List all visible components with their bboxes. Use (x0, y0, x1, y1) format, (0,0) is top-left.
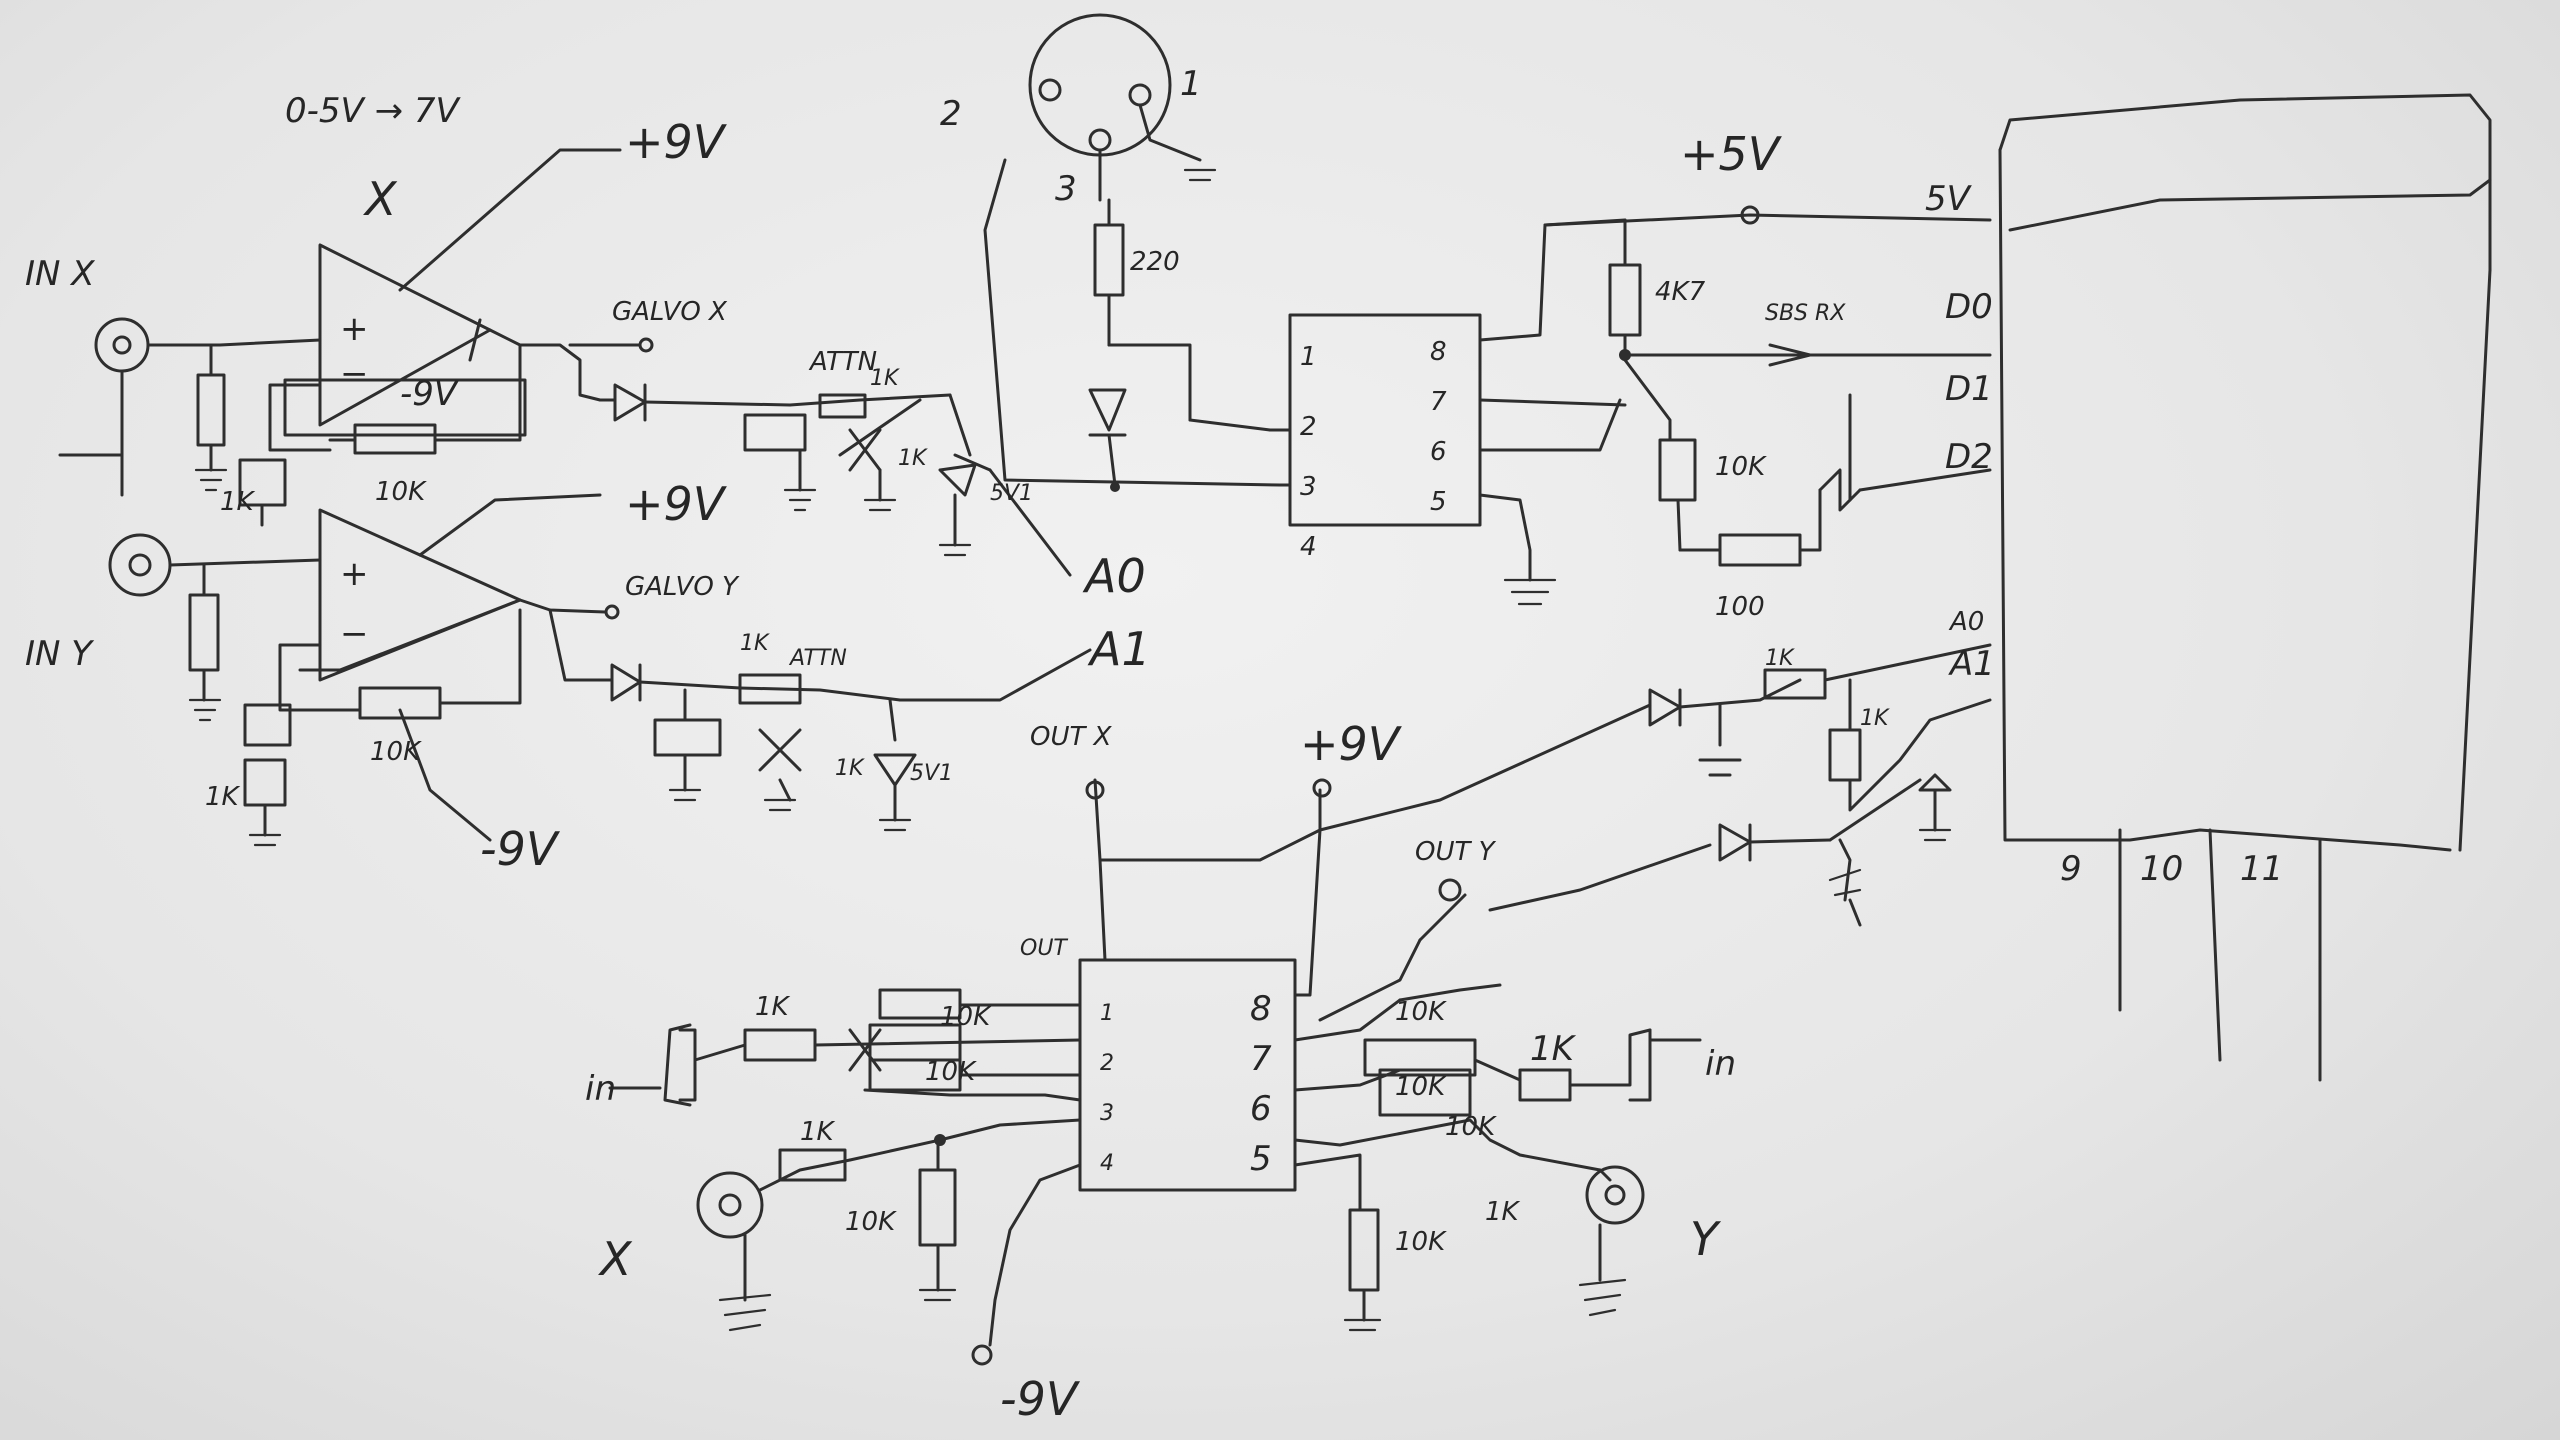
label-r10k-i: 10K (1395, 1072, 1447, 1102)
label-opto-pin8: 8 (1430, 337, 1447, 367)
label-plus9v-top: +9V (625, 115, 728, 169)
label-r1k-d: 1K (740, 631, 770, 656)
label-r10k-c: 10K (1715, 452, 1767, 482)
label-opto-pin1: 1 (1300, 342, 1317, 372)
label-din-pin2: 2 (940, 94, 962, 134)
label-ard-d1: D1 (1945, 369, 1993, 409)
label-in-short-r: in (1705, 1044, 1736, 1084)
label-r1k-j: 1K (800, 1117, 836, 1147)
label-r1k-b: 1K (870, 366, 900, 391)
label-r1k-k: 1K (1530, 1029, 1577, 1069)
label-r10k-d: 10K (940, 1002, 992, 1032)
label-r100: 100 (1715, 592, 1765, 622)
rx-pullup-section (1543, 205, 1992, 567)
label-ic-pin6: 6 (1250, 1089, 1272, 1129)
label-r10k-f: 10K (845, 1207, 897, 1237)
label-r1k-f: 1K (205, 782, 241, 812)
label-ic-pin7: 7 (1250, 1039, 1272, 1079)
label-r1k-l: 1K (1485, 1197, 1521, 1227)
label-r1k-i: 1K (755, 992, 791, 1022)
label-opto-pin4: 4 (1300, 532, 1317, 562)
label-plus5v: +5V (1680, 127, 1783, 181)
label-ic-pin3: 3 (1100, 1101, 1114, 1126)
label-rx: SBS RX (1765, 301, 1846, 326)
analog-feedback-section (1318, 643, 1992, 927)
label-r4k7: 4K7 (1655, 277, 1706, 307)
output-stage (608, 778, 1702, 1366)
label-ic-pin4: 4 (1100, 1151, 1114, 1176)
label-out-x: OUT X (1030, 722, 1113, 752)
label-r220: 220 (1130, 247, 1180, 277)
label-out-y: OUT Y (1415, 837, 1497, 867)
input-stage-x: + − (58, 148, 1072, 577)
label-attn-a: ATTN (808, 347, 877, 377)
label-ic-pin1: 1 (1100, 1001, 1114, 1026)
label-ard-a1: A1 (1948, 644, 1995, 684)
label-z5v1-b: 5V1 (910, 761, 953, 786)
label-z5v1-a: 5V1 (990, 481, 1033, 506)
arduino-board (1998, 93, 2492, 1082)
label-ard-5v: 5V (1925, 179, 1973, 219)
svg-text:−: − (340, 614, 369, 654)
label-ard-d0: D0 (1945, 287, 1993, 327)
label-a1: A1 (1087, 622, 1151, 676)
label-din-pin3: 3 (1055, 169, 1077, 209)
label-minus9v-mid: -9V (480, 822, 561, 876)
label-opto-pin2: 2 (1300, 412, 1317, 442)
label-opto-pin6: 6 (1430, 437, 1447, 467)
label-plus9v-bot: +9V (1300, 717, 1403, 771)
label-y-out: Y (1690, 1212, 1722, 1266)
label-a0: A0 (1082, 549, 1146, 603)
label-opto-pin5: 5 (1430, 487, 1447, 517)
svg-text:+: + (340, 309, 369, 349)
label-r10k-h: 10K (1395, 997, 1447, 1027)
label-minus9v-bot: -9V (1000, 1372, 1081, 1426)
label-plus9v-mid: +9V (625, 477, 728, 531)
label-r1k-g: 1K (1765, 646, 1795, 671)
label-r1k-e: 1K (835, 756, 865, 781)
label-galvo-x: GALVO X (612, 297, 728, 327)
label-galvo-y: GALVO Y (625, 572, 740, 602)
label-rail-5v-7v: 0-5V → 7V (285, 91, 462, 131)
label-r10k-b: 10K (370, 737, 422, 767)
label-out: OUT (1020, 936, 1068, 961)
label-ard-10: 10 (2140, 849, 2183, 889)
label-r10k-e: 10K (925, 1057, 977, 1087)
label-ard-9: 9 (2060, 849, 2082, 889)
label-opto-pin7: 7 (1430, 387, 1447, 417)
label-r1k-c: 1K (898, 446, 928, 471)
label-x-pot: X (363, 172, 398, 226)
label-minus9v-top: -9V (400, 374, 460, 414)
label-r10k-a: 10K (375, 477, 427, 507)
label-r10k-j: 10K (1445, 1112, 1497, 1142)
label-din-pin1: 1 (1180, 64, 1202, 104)
label-in-x: IN X (25, 254, 95, 294)
label-ic-pin8: 8 (1250, 989, 1272, 1029)
label-attn-b: ATTN (788, 646, 847, 671)
label-r10k-g: 10K (1395, 1227, 1447, 1257)
label-r1k-a: 1K (220, 487, 256, 517)
label-x-out: X (598, 1232, 633, 1286)
input-stage-y: + − (108, 493, 1092, 847)
label-r1k-h: 1K (1860, 706, 1890, 731)
label-in-short-l: in (585, 1069, 616, 1109)
label-opto-pin3: 3 (1300, 472, 1317, 502)
label-ard-11: 11 (2240, 849, 2283, 889)
svg-text:+: + (340, 554, 369, 594)
label-ic-pin5: 5 (1250, 1139, 1272, 1179)
label-ard-a0: A0 (1948, 607, 1984, 637)
midi-input-section (983, 13, 1627, 606)
label-ic-pin2: 2 (1100, 1051, 1114, 1076)
label-layer: 0-5V → 7V X +9V IN X IN Y -9V 10K 1K GAL… (25, 64, 2283, 1426)
svg-text:−: − (340, 354, 369, 394)
label-ard-d2: D2 (1945, 437, 1993, 477)
label-in-y: IN Y (25, 634, 94, 674)
